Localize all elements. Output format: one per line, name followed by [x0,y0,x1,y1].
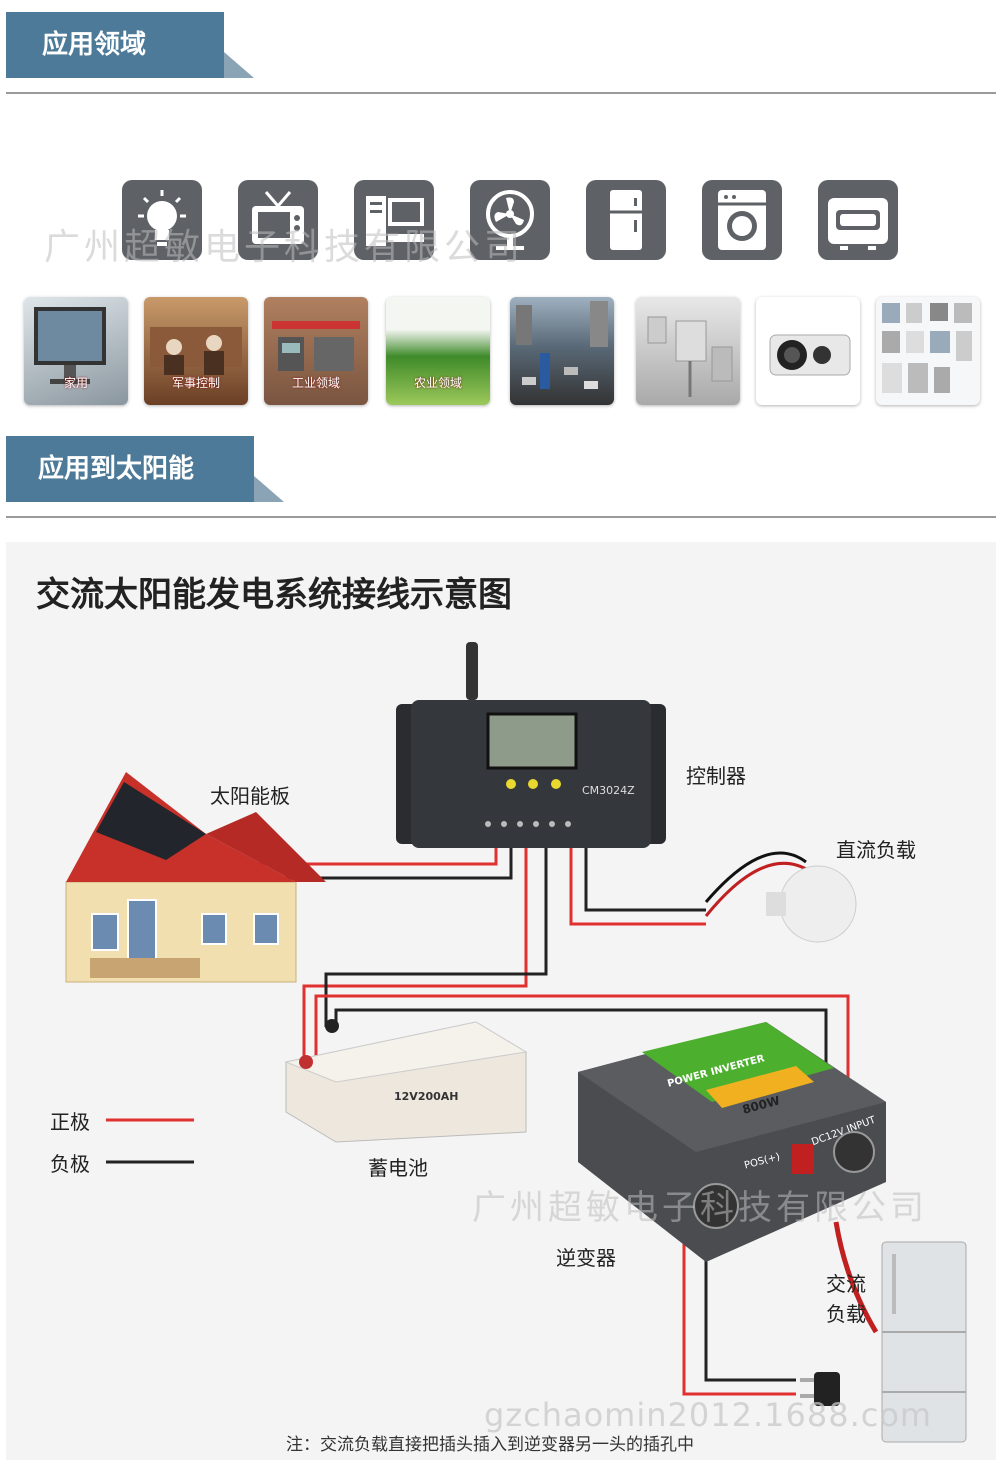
wire-battery-negative [324,842,548,1027]
wire-ac-positive [682,1222,796,1396]
label-ac-load-line2: 负载 [826,1302,866,1326]
photo-label: 工业领域 [291,376,340,390]
photo-industry: 工业领域 [264,297,368,405]
ac-plug [800,1372,840,1406]
diagram-graphics [65,642,967,1443]
fan-icon [470,180,550,260]
photo-label: 军事控制 [171,376,220,390]
lightbulb-icon [122,180,202,260]
photo-appliances [876,297,980,405]
photo-label: 农业领域 [413,376,462,390]
tv-icon [238,180,318,260]
wire-dcload-positive [569,842,706,926]
label-ac-load-line1: 交流 [826,1272,866,1296]
battery-device [284,1019,528,1143]
divider [6,92,996,94]
section-header-applications: 应用领域 [6,12,996,94]
microwave-icon [818,180,898,260]
photo-label: 家用 [63,376,88,390]
appliance-icons-row [122,180,902,260]
wire-ac-negative [704,1222,796,1382]
controller-model: CM3024Z [582,784,635,797]
section-title: 应用领域 [6,12,254,78]
photo-home: 家用 [24,297,128,405]
legend-negative-label: 负极 [50,1152,90,1176]
dc-load-bulb [704,851,857,943]
wire-battery-positive [302,842,528,1062]
divider [6,516,996,518]
section-title: 应用到太阳能 [6,436,284,502]
controller-device [396,642,666,848]
inverter-device [578,1022,886,1334]
washing-machine-icon [702,180,782,260]
diagram-note: 注：交流负载直接把插头插入到逆变器另一头的插孔中 [286,1435,694,1455]
photo-agriculture: 农业领域 [386,297,490,405]
computer-icon [354,180,434,260]
photo-traffic [510,297,614,405]
label-battery: 蓄电池 [368,1156,428,1180]
label-inverter: 逆变器 [556,1246,616,1270]
label-solar-panel: 太阳能板 [210,784,290,808]
refrigerator-icon [586,180,666,260]
application-photos-row: 家用 军事控制 工业领域 农业领域 [24,297,990,407]
label-controller: 控制器 [686,764,746,788]
photo-electrical [636,297,740,405]
legend-positive-label: 正极 [50,1110,90,1134]
section-header-solar: 应用到太阳能 [6,436,996,518]
photo-camera [756,297,860,405]
photo-military: 军事控制 [144,297,248,405]
label-dc-load: 直流负载 [836,838,916,862]
diagram-title: 交流太阳能发电系统接线示意图 [36,575,512,615]
house-solar-panel [65,772,326,983]
wiring-diagram: 交流太阳能发电系统接线示意图 [6,542,996,1460]
ac-load-refrigerator [881,1241,967,1443]
battery-model: 12V200AH [394,1090,459,1103]
wire-inverter-positive [314,994,850,1152]
wire-dcload-negative [584,842,706,912]
